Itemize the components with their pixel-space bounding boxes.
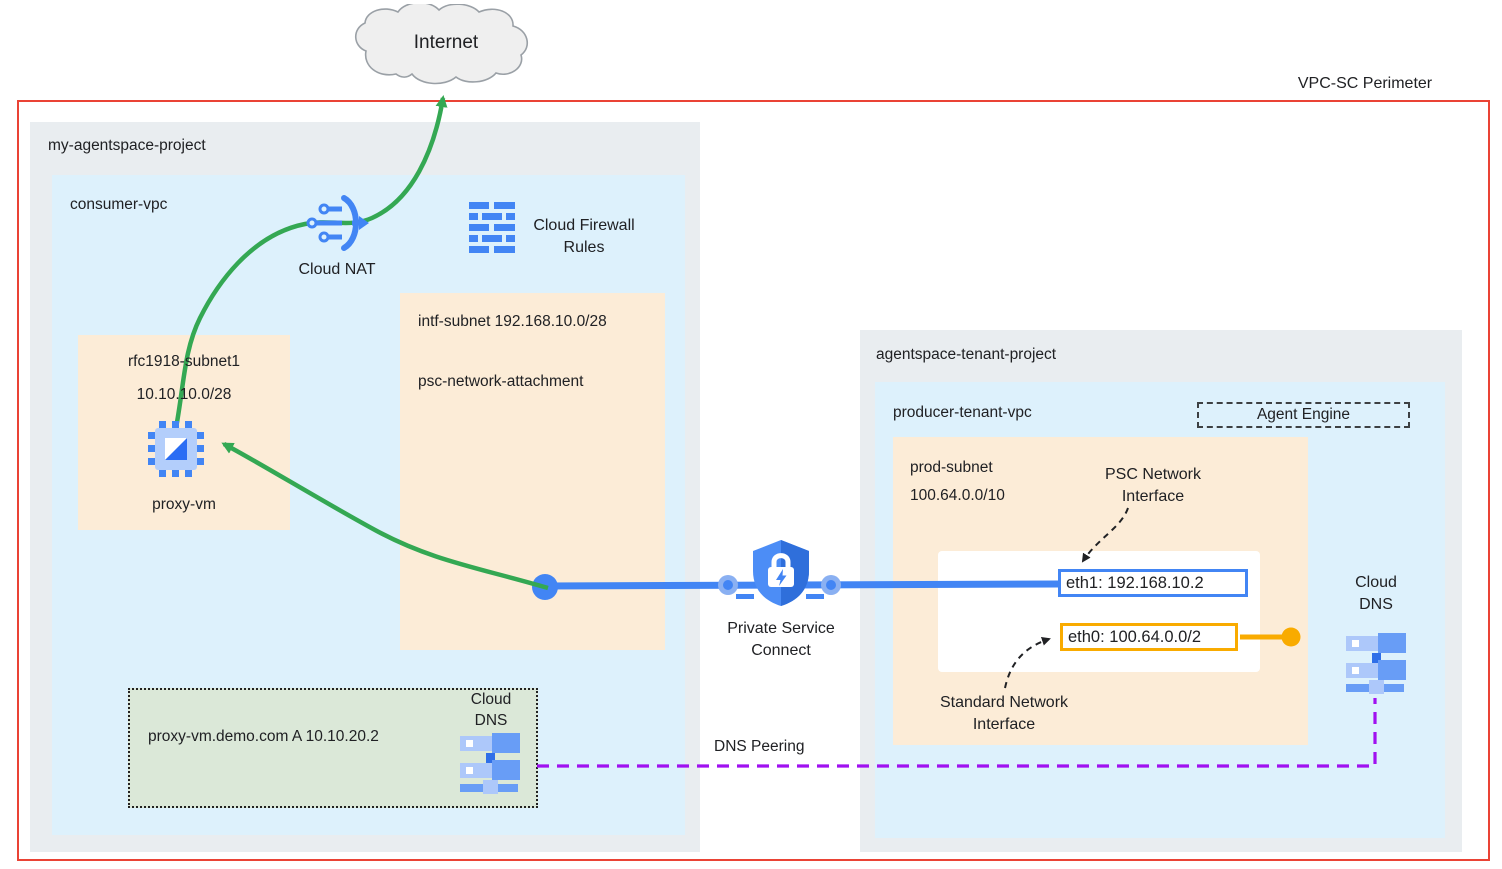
eth1-interface-box: eth1: 192.168.10.2	[1058, 569, 1248, 597]
cloud-dns-icon	[1344, 630, 1408, 694]
prod-subnet-cidr: 100.64.0.0/10	[910, 487, 1005, 504]
dns-record-text: proxy-vm.demo.com A 10.10.20.2	[148, 728, 379, 745]
psc-attachment-label: psc-network-attachment	[418, 373, 584, 390]
rfc-subnet-cidr: 10.10.10.0/28	[136, 386, 232, 403]
firewall-rules-icon	[467, 202, 517, 254]
private-service-connect-shield-icon	[750, 538, 812, 608]
producer-vpc-title: producer-tenant-vpc	[893, 404, 1032, 421]
intf-subnet-label: intf-subnet 192.168.10.0/28	[418, 313, 607, 330]
eth0-label: eth0: 100.64.0.0/2	[1068, 627, 1202, 646]
agent-engine-label: Agent Engine	[1256, 406, 1351, 423]
rfc-subnet-name: rfc1918-subnet1	[127, 353, 241, 370]
cloud-nat-icon	[305, 191, 369, 255]
eth0-interface-box: eth0: 100.64.0.0/2	[1060, 623, 1238, 651]
consumer-project-title: my-agentspace-project	[48, 137, 206, 154]
consumer-vpc-title: consumer-vpc	[70, 196, 168, 213]
firewall-rules-label: Cloud Firewall Rules	[533, 217, 635, 256]
prod-subnet-name: prod-subnet	[910, 459, 993, 476]
internet-label: Internet	[413, 32, 479, 53]
tenant-cloud-dns-label: Cloud DNS	[1355, 574, 1397, 613]
dns-peering-label: DNS Peering	[714, 738, 805, 755]
compute-vm-icon	[148, 421, 204, 477]
private-service-connect-label: Private Service Connect	[727, 620, 835, 659]
eth1-label: eth1: 192.168.10.2	[1066, 573, 1204, 592]
intf-subnet-box	[400, 293, 665, 650]
psc-network-interface-label: PSC Network Interface	[1104, 466, 1202, 505]
cloud-dns-icon	[458, 730, 522, 794]
consumer-cloud-dns-label: Cloud DNS	[470, 691, 512, 729]
proxy-vm-label: proxy-vm	[152, 496, 216, 513]
vpc-sc-perimeter-box	[17, 100, 1490, 861]
cloud-nat-label: Cloud NAT	[298, 261, 376, 278]
agent-engine-box: Agent Engine	[1197, 402, 1410, 428]
tenant-project-title: agentspace-tenant-project	[876, 346, 1057, 363]
internet-cloud-icon	[350, 4, 542, 90]
standard-network-interface-label: Standard Network Interface	[939, 694, 1069, 733]
vpc-sc-perimeter-label: VPC-SC Perimeter	[1297, 75, 1433, 92]
